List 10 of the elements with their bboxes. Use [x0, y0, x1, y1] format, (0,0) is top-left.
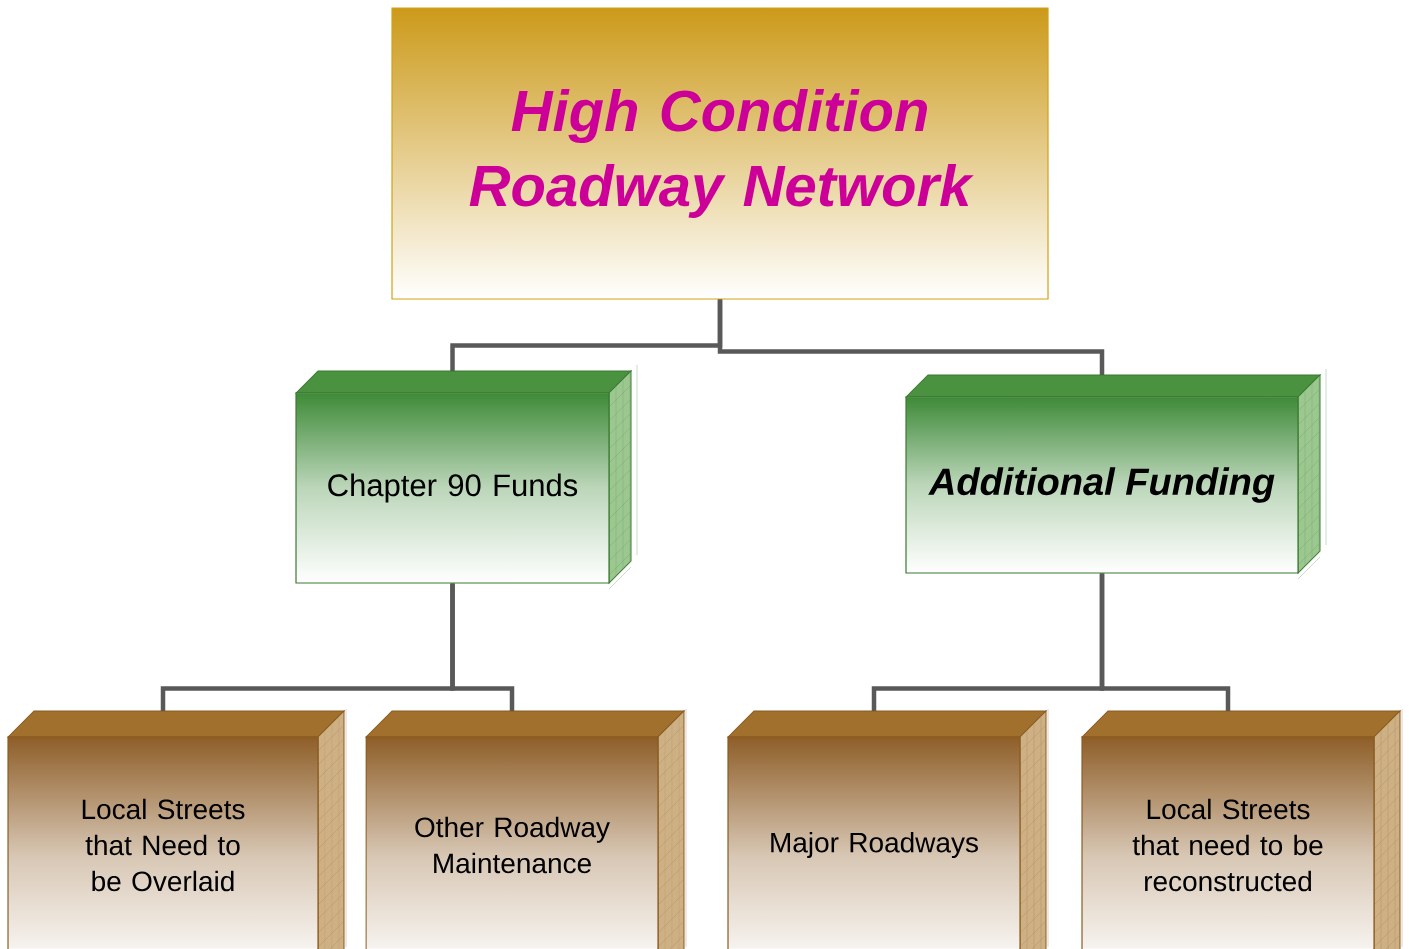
title-box: High Condition Roadway Network: [391, 7, 1049, 300]
category-box: Local Streets that Need to be Overlaid: [7, 708, 347, 949]
connector: [717, 299, 1105, 375]
connector: [450, 583, 515, 711]
category-box: Local Streets that need to be reconstructed: [1081, 708, 1403, 949]
connector: [1099, 573, 1231, 711]
category-box: Major Roadways: [727, 708, 1049, 949]
funding-box: Additional Funding: [905, 368, 1327, 580]
category-box: Other Roadway Maintenance: [365, 708, 687, 949]
funding-box: Chapter 90 Funds: [295, 364, 638, 590]
